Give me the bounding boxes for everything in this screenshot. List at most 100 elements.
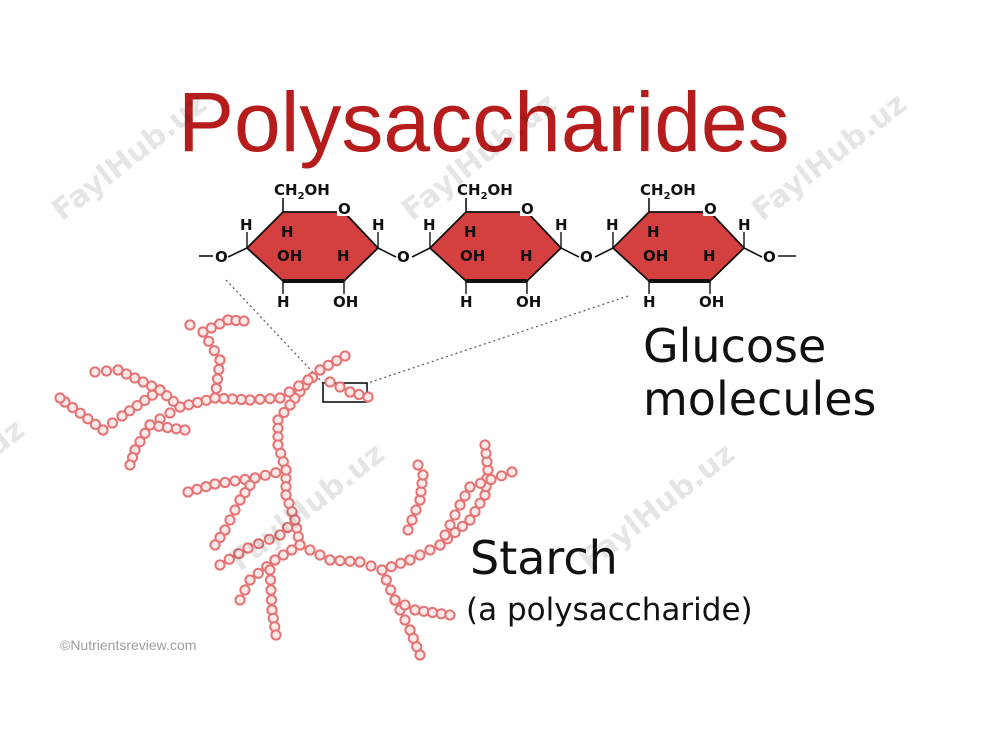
glucose-bead bbox=[144, 419, 156, 431]
glucose-bead bbox=[164, 407, 176, 419]
ring-oxygen: O bbox=[521, 200, 534, 218]
credit-text: ©Nutrientsreview.com bbox=[60, 637, 196, 653]
glucose-bead bbox=[277, 549, 289, 561]
bond-line bbox=[743, 247, 763, 258]
glucose-bead bbox=[154, 384, 166, 396]
hydrogen-atom: H bbox=[281, 223, 294, 241]
glucose-bead bbox=[139, 427, 151, 439]
ring-oxygen: O bbox=[704, 200, 717, 218]
bond-line bbox=[377, 247, 397, 258]
ring-oxygen: O bbox=[338, 200, 351, 218]
glucose-label-line2: molecules bbox=[643, 372, 877, 426]
glucose-bead bbox=[314, 364, 326, 376]
glucose-bead bbox=[209, 478, 221, 490]
glucose-bead bbox=[404, 554, 416, 566]
ch2oh-group: CH2OH bbox=[640, 181, 696, 202]
glucose-bead bbox=[184, 319, 196, 331]
glucose-bead bbox=[161, 421, 174, 434]
glucose-bead bbox=[124, 459, 136, 471]
glucose-bead bbox=[424, 544, 436, 556]
glucose-bead bbox=[146, 389, 158, 401]
glucose-bead bbox=[454, 499, 466, 511]
watermark: FaylHub.uz bbox=[223, 436, 391, 578]
glucose-bead bbox=[259, 469, 271, 481]
hydrogen-atom: H bbox=[643, 293, 656, 311]
glucose-bead bbox=[223, 553, 235, 565]
glucose-bead bbox=[376, 564, 388, 576]
glucose-bead bbox=[385, 561, 397, 573]
hydrogen-atom: H bbox=[703, 247, 716, 265]
glucose-bead bbox=[283, 386, 295, 398]
glucose-bead bbox=[385, 584, 397, 596]
glucose-bead bbox=[365, 560, 377, 572]
hydroxyl-group: OH bbox=[516, 293, 541, 311]
ch2oh-group: CH2OH bbox=[457, 181, 513, 202]
watermark: FaylHub.uz bbox=[573, 436, 741, 578]
glucose-bead bbox=[254, 393, 266, 405]
glucose-bead bbox=[409, 604, 421, 616]
glucose-bead bbox=[170, 423, 182, 435]
glucose-bead bbox=[412, 459, 424, 471]
glucose-bead bbox=[235, 393, 247, 406]
glucose-bead bbox=[324, 376, 336, 388]
glucose-bead bbox=[224, 514, 236, 526]
glucose-bead bbox=[339, 350, 351, 362]
glucose-bead bbox=[439, 529, 451, 541]
hydrogen-atom: H bbox=[606, 216, 619, 234]
starch-branch bbox=[264, 564, 282, 641]
linkage-oxygen: O bbox=[580, 248, 593, 266]
glucose-bead bbox=[418, 605, 430, 617]
starch-branch bbox=[182, 464, 292, 498]
glucose-bead bbox=[274, 529, 286, 541]
glucose-bead bbox=[464, 481, 476, 493]
glucose-bead bbox=[214, 354, 226, 366]
glucose-bead bbox=[263, 533, 275, 545]
hydrogen-atom: H bbox=[555, 216, 568, 234]
glucose-bead bbox=[239, 487, 251, 499]
glucose-bead bbox=[449, 526, 461, 539]
glucose-bead bbox=[293, 380, 305, 392]
glucose-bead bbox=[183, 399, 195, 411]
hydrogen-atom: H bbox=[520, 247, 533, 265]
glucose-bead bbox=[116, 410, 128, 422]
glucose-bead bbox=[100, 365, 113, 377]
glucose-bead bbox=[249, 472, 261, 484]
glucose-bead bbox=[284, 399, 296, 411]
glucose-bead bbox=[389, 594, 401, 606]
bond-line bbox=[560, 247, 580, 258]
linkage-oxygen: O bbox=[215, 248, 228, 266]
glucose-bead bbox=[112, 364, 124, 376]
glucose-bead bbox=[182, 486, 194, 498]
glucose-bead bbox=[210, 382, 222, 395]
glucose-bead bbox=[124, 405, 136, 417]
glucose-bead bbox=[239, 584, 251, 596]
glucose-bead bbox=[322, 359, 334, 371]
glucose-bead bbox=[464, 514, 476, 526]
glucose-bead bbox=[265, 584, 277, 596]
hydroxyl-group: OH bbox=[277, 247, 302, 265]
glucose-bead bbox=[179, 424, 191, 436]
glucose-bead bbox=[304, 544, 316, 556]
hydroxyl-group: OH bbox=[699, 293, 724, 311]
glucose-bead bbox=[265, 594, 278, 606]
glucose-bead bbox=[139, 394, 151, 406]
glucose-bead bbox=[474, 477, 487, 489]
glucose-bead bbox=[281, 521, 294, 534]
glucose-bead bbox=[229, 504, 241, 516]
glucose-bead bbox=[469, 506, 481, 518]
glucose-bead bbox=[264, 574, 277, 586]
page-title: Polysaccharides bbox=[178, 75, 790, 169]
glucose-bead bbox=[219, 524, 231, 536]
ring-oxygen-bg bbox=[703, 200, 717, 216]
hydrogen-atom: H bbox=[738, 216, 751, 234]
starch-branch bbox=[214, 514, 301, 571]
glucose-bead bbox=[278, 406, 290, 419]
ring-oxygen-bg bbox=[520, 200, 534, 216]
glucose-bead bbox=[253, 538, 265, 550]
glucose-bead bbox=[362, 391, 374, 403]
glucose-bead bbox=[203, 335, 215, 347]
glucose-bead bbox=[444, 519, 456, 531]
